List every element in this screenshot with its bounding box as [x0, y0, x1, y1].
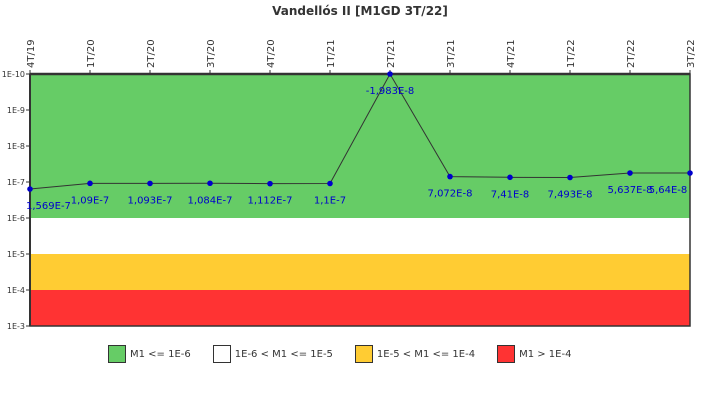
x-tick-label: 1T/22 [566, 39, 577, 68]
axes: 1E-10 1E-9 1E-8 1E-7 1E-6 1E-5 1E-4 1E-3 4T/19 1T… [2, 39, 697, 331]
point-label: 1,09E-7 [71, 195, 110, 206]
point-label: 1,084E-7 [188, 195, 233, 206]
data-point [507, 174, 513, 181]
y-tick-label: 1E-4 [7, 286, 25, 295]
data-point [627, 170, 633, 176]
legend-swatch [108, 345, 126, 363]
data-point [27, 186, 33, 192]
y-tick-label: 1E-6 [7, 214, 25, 223]
band-0 [30, 74, 690, 218]
legend: M1 <= 1E-6 1E-6 < M1 <= 1E-5 1E-5 < M1 <= … [108, 345, 593, 363]
legend-item: 1E-6 < M1 <= 1E-5 [212, 345, 333, 363]
x-tick-label: 4T/21 [506, 39, 517, 68]
data-point [387, 71, 393, 77]
data-point [87, 180, 93, 187]
threshold-bands [30, 74, 690, 326]
x-tick-label: 1T/20 [86, 39, 97, 68]
legend-item: M1 <= 1E-6 [108, 345, 191, 363]
point-label: 1,569E-7 [26, 201, 71, 212]
legend-label: 1E-5 < M1 <= 1E-4 [376, 348, 476, 360]
band-3 [30, 290, 690, 326]
legend-label: 1E-6 < M1 <= 1E-5 [234, 348, 333, 360]
y-tick-label: 1E-9 [7, 106, 25, 115]
point-label: 1,093E-7 [128, 195, 173, 206]
y-tick-label: 1E-3 [7, 322, 25, 331]
data-point [207, 180, 213, 187]
x-tick-label: 2T/22 [626, 39, 637, 68]
x-tick-label: 3T/21 [446, 39, 457, 68]
y-tick-label: 1E-5 [7, 250, 25, 259]
legend-label: M1 <= 1E-6 [130, 348, 191, 360]
point-label: 1,1E-7 [314, 195, 346, 206]
data-point [147, 180, 153, 187]
y-tick-label: 1E-7 [7, 178, 25, 187]
x-tick-label: 2T/20 [146, 39, 157, 68]
legend-swatch [354, 345, 373, 363]
x-tick-label: 1T/21 [326, 39, 337, 68]
band-1 [30, 218, 690, 254]
point-label: 5,637E-8 [608, 185, 653, 196]
point-label: -1,983E-8 [366, 86, 415, 97]
x-tick-label: 3T/22 [686, 39, 697, 68]
data-point [687, 170, 693, 176]
point-label: 5,64E-8 [649, 185, 688, 196]
data-point [267, 180, 273, 187]
legend-label: M1 > 1E-4 [519, 348, 572, 360]
data-series: 1,569E-71,09E-7 1,093E-7 1,084E-7 1,112E-7 1… [26, 71, 693, 212]
x-tick-label: 4T/20 [266, 39, 277, 68]
band-2 [30, 254, 690, 290]
chart-title: Vandellós II [M1GD 3T/22] [272, 4, 448, 18]
point-label: 7,072E-8 [428, 189, 473, 200]
legend-item: M1 > 1E-4 [497, 345, 571, 363]
x-tick-label: 2T/21 [386, 39, 397, 68]
legend-item: 1E-5 < M1 <= 1E-4 [354, 345, 476, 363]
y-tick-label: 1E-8 [7, 142, 25, 151]
point-label: 7,41E-8 [491, 189, 530, 200]
point-label: 7,493E-8 [548, 189, 593, 200]
data-point [567, 174, 573, 181]
data-point [447, 173, 453, 180]
x-tick-label: 3T/20 [206, 39, 217, 68]
data-point [327, 180, 333, 187]
point-label: 1,112E-7 [248, 196, 293, 207]
y-tick-label: 1E-10 [2, 70, 25, 79]
legend-swatch [497, 345, 516, 363]
legend-swatch [212, 345, 231, 363]
x-tick-label: 4T/19 [26, 39, 37, 68]
series-line [29, 72, 691, 190]
